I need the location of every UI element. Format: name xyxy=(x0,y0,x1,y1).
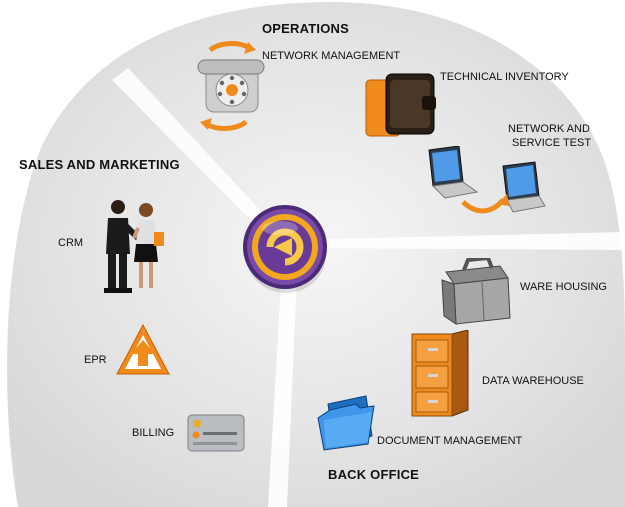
hub-logo-icon xyxy=(243,205,327,293)
folder-binder-icon xyxy=(365,73,436,137)
label-billing: BILLING xyxy=(132,427,175,439)
credit-card-icon xyxy=(187,414,245,452)
section-operations: OPERATIONS xyxy=(262,21,349,36)
blue-folder-icon xyxy=(317,395,375,451)
section-back-office: BACK OFFICE xyxy=(328,467,420,482)
laptops-sync-icon xyxy=(428,146,546,214)
toolbox-icon xyxy=(441,258,511,325)
label-network-management: NETWORK MANAGEMENT xyxy=(262,50,401,62)
label-data-warehouse: DATA WAREHOUSE xyxy=(482,375,584,387)
label-network-test-line1: NETWORK AND xyxy=(508,123,590,135)
label-epr: EPR xyxy=(84,354,107,366)
telephone-icon xyxy=(197,41,265,131)
label-crm: CRM xyxy=(58,237,84,249)
label-technical-inventory: TECHNICAL INVENTORY xyxy=(440,71,569,83)
warning-arrow-icon xyxy=(116,323,170,375)
label-network-test-line2: SERVICE TEST xyxy=(512,137,592,149)
filing-cabinet-icon xyxy=(411,330,469,417)
label-document-management: DOCUMENT MANAGEMENT xyxy=(377,435,523,447)
section-sales-marketing: SALES AND MARKETING xyxy=(19,157,180,172)
handshake-people-icon xyxy=(104,200,164,293)
label-ware-housing: WARE HOUSING xyxy=(520,281,607,293)
